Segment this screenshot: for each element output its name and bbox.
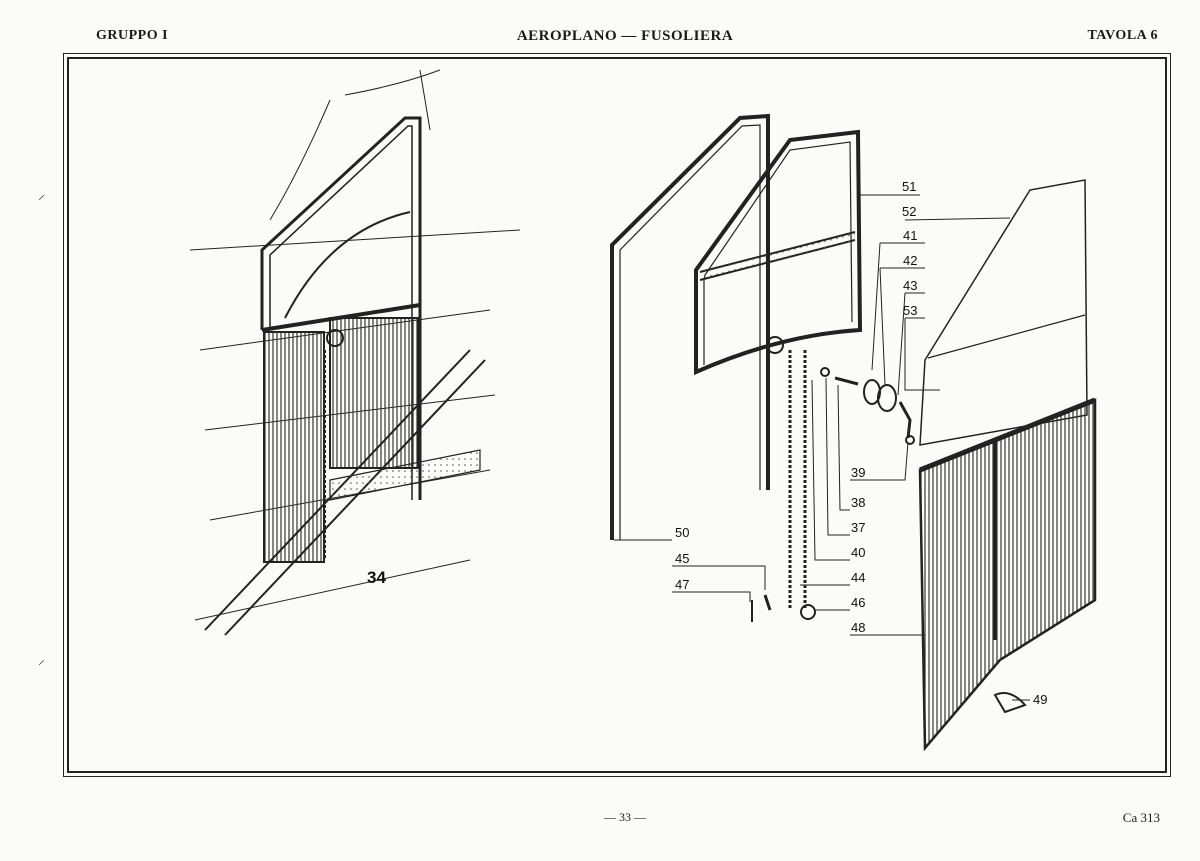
callout-44: 44 [851, 570, 865, 585]
callout-38: 38 [851, 495, 865, 510]
figure-number: 34 [367, 568, 386, 587]
callout-45: 45 [675, 551, 689, 566]
callout-51: 51 [902, 179, 916, 194]
callout-37: 37 [851, 520, 865, 535]
callout-labels: 51 52 41 42 43 53 39 38 37 40 44 46 48 5… [675, 179, 1047, 707]
callout-52: 52 [902, 204, 916, 219]
callout-47: 47 [675, 577, 689, 592]
callout-39: 39 [851, 465, 865, 480]
callout-43: 43 [903, 278, 917, 293]
callout-41: 41 [903, 228, 917, 243]
callout-53: 53 [903, 303, 917, 318]
margin-punch-mark: ⸝ [38, 188, 45, 203]
page-number: — 33 — [604, 810, 646, 824]
page-title: AEROPLANO — FUSOLIERA [516, 28, 734, 44]
callout-40: 40 [851, 545, 865, 560]
aircraft-code: Ca 313 [1122, 810, 1160, 825]
plate-label: TAVOLA 6 [1087, 28, 1158, 43]
exploded-view [610, 113, 1097, 752]
callout-leaders [614, 194, 1030, 701]
callout-46: 46 [851, 595, 865, 610]
drawing-frame [63, 53, 1171, 777]
group-label: GRUPPO I [96, 28, 169, 43]
callout-49: 49 [1033, 692, 1047, 707]
margin-punch-mark: ⸝ [38, 653, 45, 668]
callout-42: 42 [903, 253, 917, 268]
callout-48: 48 [851, 620, 865, 635]
callout-50: 50 [675, 525, 689, 540]
assembled-view [189, 69, 521, 636]
